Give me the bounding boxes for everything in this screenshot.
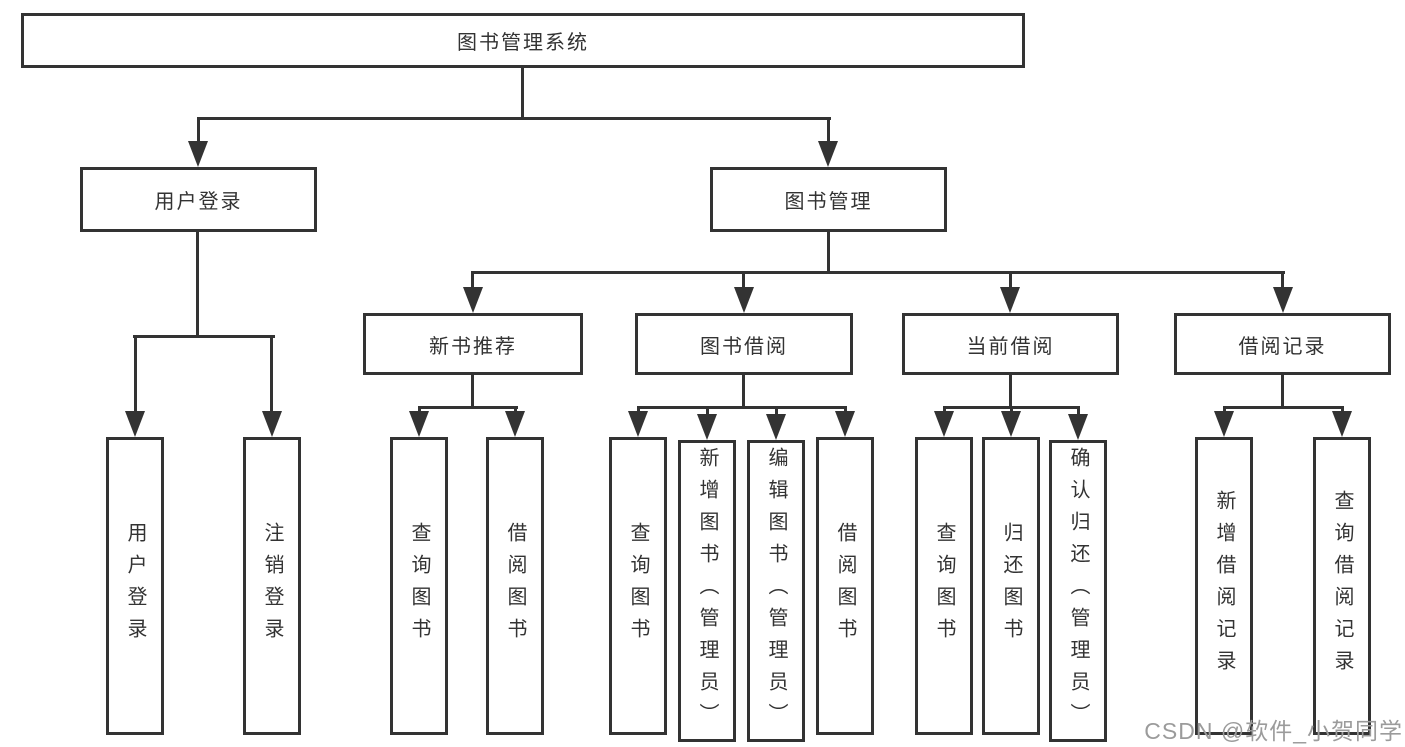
leaf-confirm-return-admin-box: 确认归还（管理员） <box>1049 440 1107 742</box>
leaf-add-book-admin-box: 新增图书（管理员） <box>678 440 736 742</box>
leaf-user-login-box: 用户登录 <box>106 437 164 735</box>
connector-user-branch-horizontal <box>133 335 275 338</box>
leaf-query-book-box: 查询图书 <box>390 437 448 735</box>
watermark: CSDN @软件_小贺同学 <box>1144 718 1403 744</box>
leaf-borrow-book-box: 借阅图书 <box>486 437 544 735</box>
arrow-down-icon <box>1000 287 1020 313</box>
arrow-down-icon <box>262 411 282 437</box>
arrow-down-icon <box>1068 414 1088 440</box>
leaf-query-book-box: 查询图书 <box>609 437 667 735</box>
connector-sec4-stem <box>1281 273 1284 289</box>
arrow-down-icon <box>125 411 145 437</box>
node-current-borrow-box: 当前借阅 <box>902 313 1119 375</box>
leaf-query-book-box: 查询图书 <box>915 437 973 735</box>
connector-sec1-vertical <box>471 374 474 407</box>
connector-sec4-horizontal <box>1223 406 1344 409</box>
arrow-down-icon <box>818 141 838 167</box>
connector-sec2-leaf1-stem <box>637 408 640 413</box>
node-user-login-box: 用户登录 <box>80 167 317 232</box>
connector-sec1-leaf1-stem <box>418 408 421 413</box>
arrow-down-icon <box>934 411 954 437</box>
connector-sec2-vertical <box>742 374 745 407</box>
arrow-down-icon <box>835 411 855 437</box>
connector-user-leaf2-stem <box>270 337 273 411</box>
leaf-add-borrow-record-box: 新增借阅记录 <box>1195 437 1253 735</box>
connector-sec1-leaf2-stem <box>514 408 517 413</box>
connector-sec3-stem <box>1009 273 1012 289</box>
arrow-down-icon <box>1273 287 1293 313</box>
connector-sec1-horizontal <box>418 406 518 409</box>
leaf-borrow-book-box: 借阅图书 <box>816 437 874 735</box>
arrow-down-icon <box>1214 411 1234 437</box>
connector-sec1-stem <box>471 273 474 289</box>
leaf-query-borrow-record-box: 查询借阅记录 <box>1313 437 1371 735</box>
connector-sec2-stem <box>742 273 745 289</box>
connector-sec3-horizontal <box>943 406 1080 409</box>
arrow-down-icon <box>697 414 717 440</box>
connector-sec4-leaf2-stem <box>1341 408 1344 413</box>
connector-user-stem <box>197 119 200 145</box>
arrow-down-icon <box>734 287 754 313</box>
connector-sec2-horizontal <box>637 406 847 409</box>
connector-user-branch-vertical <box>196 231 199 335</box>
connector-root-horizontal <box>197 117 831 120</box>
arrow-down-icon <box>409 411 429 437</box>
leaf-logout-box: 注销登录 <box>243 437 301 735</box>
arrow-down-icon <box>463 287 483 313</box>
arrow-down-icon <box>1332 411 1352 437</box>
node-book-borrow-box: 图书借阅 <box>635 313 853 375</box>
connector-sec4-leaf1-stem <box>1223 408 1226 413</box>
node-root-box: 图书管理系统 <box>21 13 1025 68</box>
connector-sec3-vertical <box>1009 374 1012 407</box>
leaf-return-book-box: 归还图书 <box>982 437 1040 735</box>
connector-sec4-vertical <box>1281 374 1284 407</box>
node-book-management-box: 图书管理 <box>710 167 947 232</box>
connector-book-branch-vertical <box>827 231 830 271</box>
connector-sec2-leaf2-stem <box>706 408 709 416</box>
arrow-down-icon <box>628 411 648 437</box>
connector-book-stem <box>827 119 830 145</box>
connector-root-vertical <box>521 68 524 119</box>
connector-sec2-leaf4-stem <box>844 408 847 413</box>
arrow-down-icon <box>766 414 786 440</box>
node-new-book-recommend-box: 新书推荐 <box>363 313 583 375</box>
arrow-down-icon <box>188 141 208 167</box>
connector-sec3-leaf2-stem <box>1010 408 1013 413</box>
connector-book-branch-horizontal <box>471 271 1285 274</box>
connector-sec3-leaf3-stem <box>1077 408 1080 416</box>
connector-sec3-leaf1-stem <box>943 408 946 413</box>
node-borrow-record-box: 借阅记录 <box>1174 313 1391 375</box>
connector-user-leaf1-stem <box>134 337 137 411</box>
arrow-down-icon <box>505 411 525 437</box>
connector-sec2-leaf3-stem <box>775 408 778 416</box>
arrow-down-icon <box>1001 411 1021 437</box>
leaf-edit-book-admin-box: 编辑图书（管理员） <box>747 440 805 742</box>
